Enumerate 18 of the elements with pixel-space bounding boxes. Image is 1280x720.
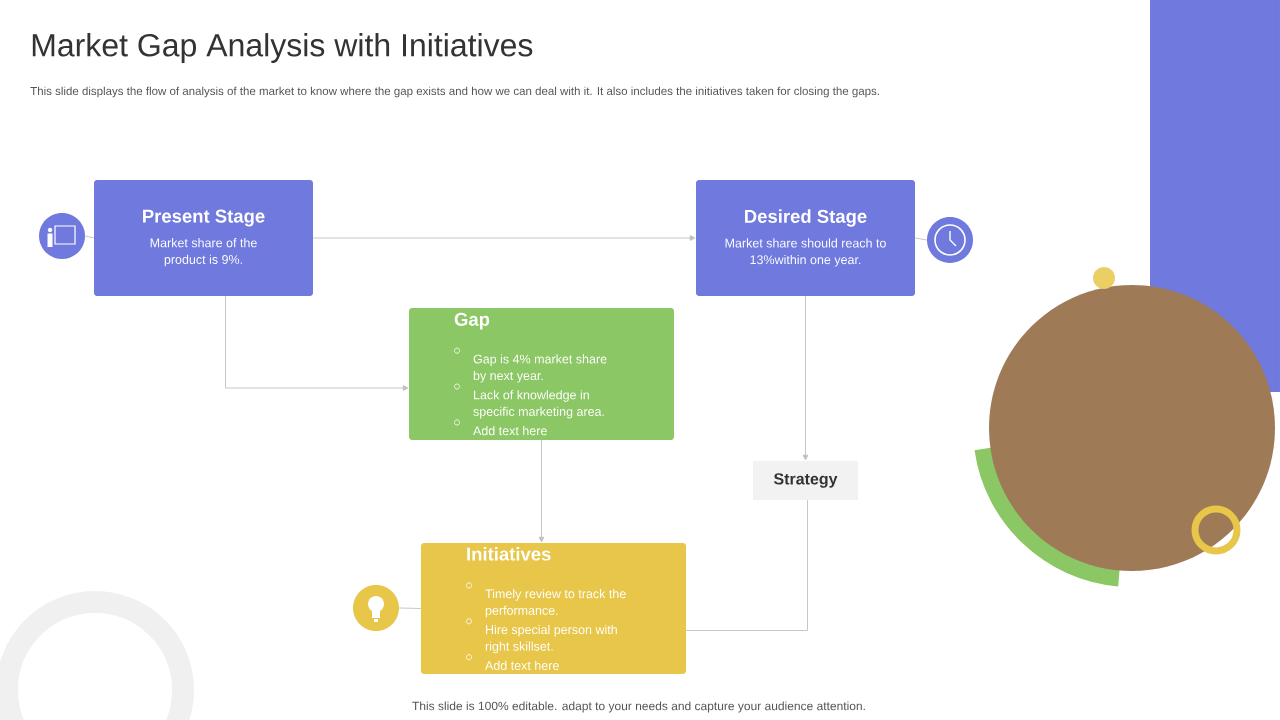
connector: [538, 439, 545, 543]
footnote: This slide is 100% editable. adapt to your needs and capture your audience attention.: [412, 701, 865, 713]
stage-box: Present Stage Market share of the product is 9%.: [94, 180, 313, 296]
connector: [84, 235, 95, 239]
stage-box: Desired Stage Market share should reach to 13%within one year.: [696, 180, 915, 296]
connector: [802, 295, 809, 461]
icon-circle: [927, 217, 973, 263]
gap-box: Gap Gap is 4% market share by next year. Lack of knowledge in specific marketing area. Add text here: [409, 308, 674, 440]
connector: [914, 237, 928, 241]
subtitle: This slide displays the flow of analysis of the market to know where the gap exists and how we can deal with it. It also includes the initiatives taken for closing the gaps.: [30, 86, 879, 98]
connector: [312, 235, 696, 241]
title: Market Gap Analysis with Initiatives: [32, 33, 533, 63]
icon-circle: [39, 213, 85, 259]
connector: [398, 607, 422, 609]
connector: [225, 295, 409, 391]
initiatives-box: Initiatives Timely review to track the performance. Hire special person with right skillset. Add text here: [421, 543, 686, 674]
strategy-box: Strategy: [753, 461, 858, 500]
connector: [685, 499, 808, 631]
